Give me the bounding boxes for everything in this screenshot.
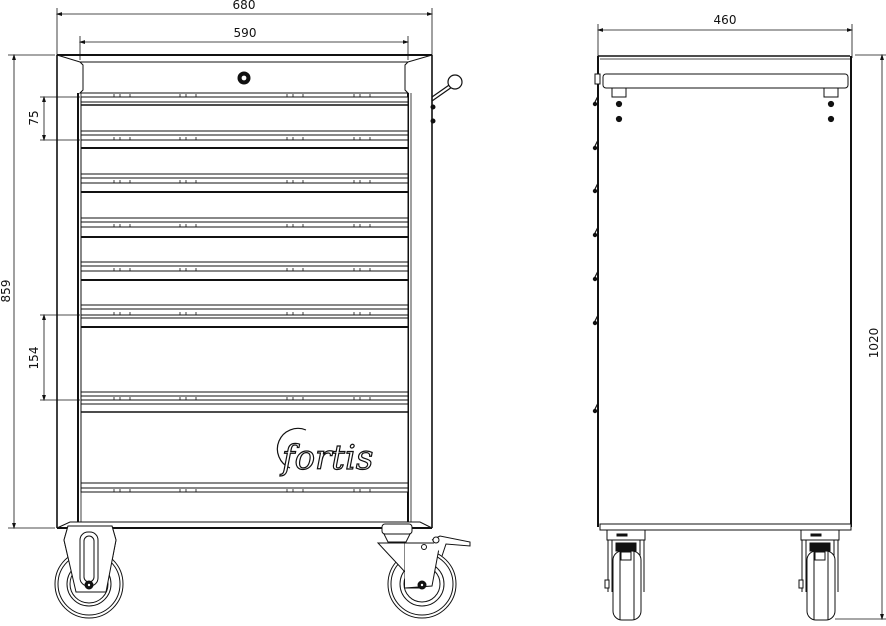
drawer-stack [80, 94, 409, 493]
lock-icon [237, 71, 251, 85]
drawer-5 [80, 270, 409, 316]
drawer-handles-side [592, 95, 599, 414]
drawer-6 [80, 314, 409, 401]
dim-label-460: 460 [714, 13, 737, 27]
dimension-large-drawer: 154 [27, 313, 80, 402]
side-view: 460 1020 [592, 13, 886, 621]
dimension-depth: 460 [596, 13, 854, 58]
drawer-1 [80, 96, 409, 141]
side-caster-rear [798, 529, 840, 621]
fixed-caster [54, 525, 124, 619]
side-handle [430, 74, 463, 124]
side-cabinet-body [597, 55, 852, 531]
front-view: 680 590 859 75 154 [0, 0, 471, 619]
top-rail [594, 73, 849, 123]
drawer-2 [80, 139, 409, 184]
swivel-caster [376, 523, 471, 619]
drawer-7 [80, 399, 409, 493]
dim-label-75: 75 [27, 110, 41, 125]
dim-label-680: 680 [233, 0, 256, 12]
dim-label-154: 154 [27, 347, 41, 370]
fortis-logo: fortis [276, 427, 374, 479]
dimension-height: 859 [0, 53, 55, 530]
dim-label-1020: 1020 [867, 328, 881, 359]
dim-label-590: 590 [234, 26, 257, 40]
drawer-4 [80, 226, 409, 272]
dimension-small-drawer: 75 [27, 95, 80, 142]
drawer-3 [80, 182, 409, 228]
dimension-overall-height: 1020 [835, 53, 886, 621]
slide-marks [113, 94, 371, 492]
dimension-overall-width: 680 [55, 0, 434, 55]
logo-text: fortis [279, 438, 373, 478]
dim-label-859: 859 [0, 280, 13, 303]
side-caster-front [604, 529, 646, 621]
